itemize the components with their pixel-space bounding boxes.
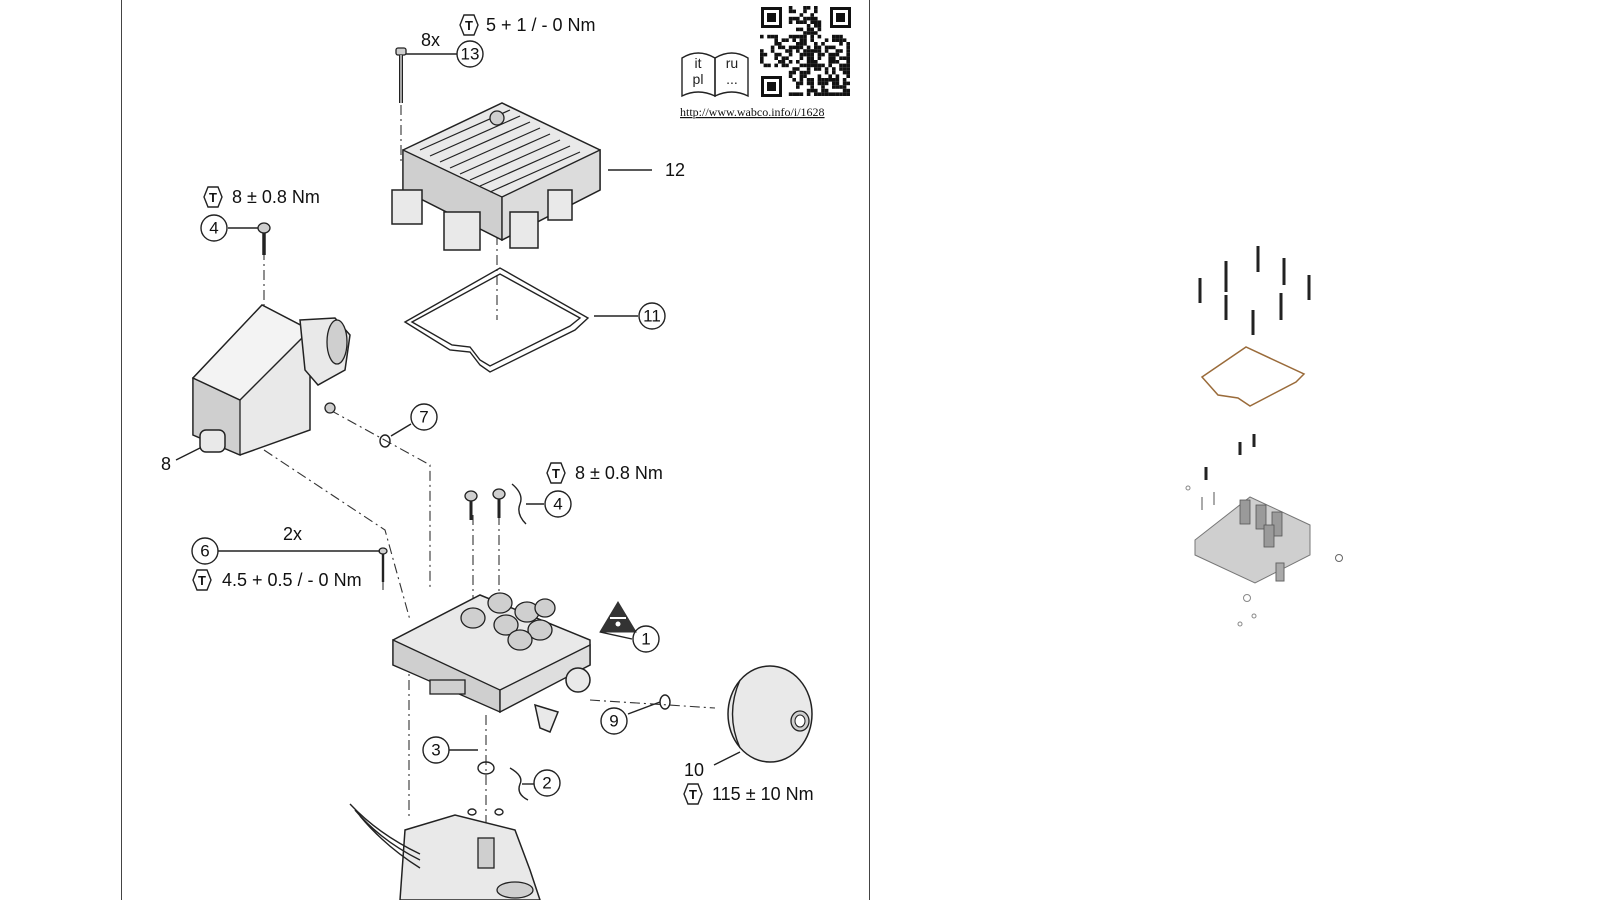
- svg-text:2: 2: [542, 774, 551, 793]
- gasket-11: [403, 267, 590, 373]
- control-unit-12: [391, 102, 601, 251]
- screw-6: [378, 547, 388, 582]
- svg-text:T: T: [689, 787, 697, 802]
- svg-text:6: 6: [200, 542, 209, 561]
- svg-text:pl: pl: [693, 71, 704, 87]
- svg-text:T: T: [552, 466, 560, 481]
- language-book-icon: it ru pl ...: [681, 52, 749, 98]
- callout-7: 7: [410, 403, 438, 431]
- quantity-13: 8x: [421, 30, 440, 50]
- torque-spec-4-lower: T 8 ± 0.8 Nm: [546, 462, 663, 484]
- svg-text:T: T: [209, 190, 217, 205]
- torque-icon: T: [459, 14, 479, 36]
- torque-spec-4-upper: T 8 ± 0.8 Nm: [203, 186, 320, 208]
- callout-9: 9: [600, 707, 628, 735]
- svg-text:4.5 + 0.5 / - 0 Nm: 4.5 + 0.5 / - 0 Nm: [222, 570, 362, 590]
- torque-icon: T: [192, 569, 212, 591]
- svg-text:ru: ru: [726, 55, 738, 71]
- esd-warning-icon: [599, 601, 637, 633]
- svg-text:T: T: [198, 573, 206, 588]
- callout-4-lower: 4: [544, 490, 572, 518]
- callout-11: 11: [638, 302, 666, 330]
- qr-code-icon: [758, 4, 854, 100]
- torque-spec-10: T 115 ± 10 Nm: [683, 783, 814, 805]
- svg-text:1: 1: [641, 630, 650, 649]
- torque-spec-6: T 4.5 + 0.5 / - 0 Nm: [192, 569, 362, 591]
- oring-7: [379, 434, 391, 448]
- svg-text:it: it: [695, 55, 702, 71]
- svg-text:13: 13: [461, 45, 480, 64]
- bolt-4-upper: [257, 222, 271, 255]
- callout-4-upper: 4: [200, 214, 228, 242]
- svg-text:8 ± 0.8 Nm: 8 ± 0.8 Nm: [575, 463, 663, 483]
- oring-9: [659, 694, 671, 710]
- svg-text:11: 11: [643, 307, 661, 326]
- svg-text:8 ± 0.8 Nm: 8 ± 0.8 Nm: [232, 187, 320, 207]
- callout-13: 13: [456, 40, 484, 68]
- motor-assembly: [349, 803, 541, 900]
- callout-3: 3: [422, 736, 450, 764]
- quantity-6: 2x: [283, 524, 302, 544]
- torque-spec-13: T 5 + 1 / - 0 Nm: [459, 14, 596, 36]
- svg-text:T: T: [465, 18, 473, 33]
- accumulator-10: [727, 665, 813, 763]
- callout-6: 6: [191, 537, 219, 565]
- torque-icon: T: [683, 783, 703, 805]
- svg-text:9: 9: [609, 712, 618, 731]
- svg-text:5 + 1 / - 0 Nm: 5 + 1 / - 0 Nm: [486, 15, 596, 35]
- svg-text:4: 4: [553, 495, 562, 514]
- callout-12: 12: [665, 160, 685, 180]
- thumbnail-exploded-view: [1185, 246, 1343, 627]
- svg-text:115 ± 10 Nm: 115 ± 10 Nm: [712, 784, 814, 804]
- svg-text:7: 7: [419, 408, 428, 427]
- housing-8: [191, 304, 351, 456]
- svg-text:...: ...: [726, 71, 738, 87]
- callout-10: 10: [684, 760, 704, 780]
- bolt-13: [395, 47, 407, 103]
- svg-text:4: 4: [209, 219, 218, 238]
- callout-1: 1: [632, 625, 660, 653]
- leader-lines: [175, 53, 741, 801]
- torque-icon: T: [546, 462, 566, 484]
- orings-2: [467, 808, 504, 816]
- svg-text:3: 3: [431, 741, 440, 760]
- torque-icon: T: [203, 186, 223, 208]
- bolts-4-lower: [464, 488, 506, 520]
- qr-url-link[interactable]: http://www.wabco.info/i/1628: [680, 105, 825, 119]
- callout-2: 2: [533, 769, 561, 797]
- oring-3: [477, 761, 495, 775]
- valve-block-1: [392, 592, 591, 733]
- callout-8: 8: [161, 454, 171, 474]
